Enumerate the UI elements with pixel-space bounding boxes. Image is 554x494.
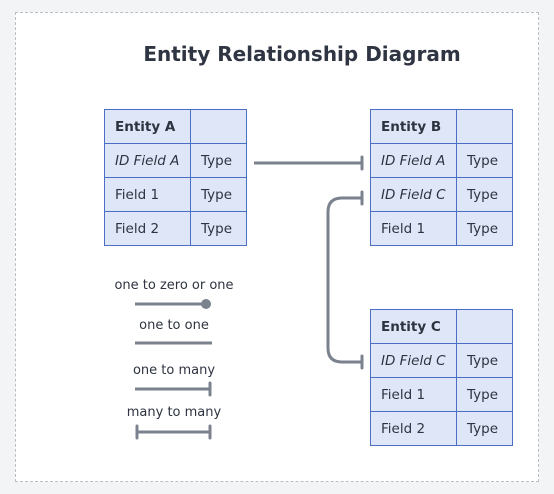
entity-b-row: ID Field C Type [370,177,513,212]
entity-b-field: Field 1 [370,211,457,246]
entity-a-row: Field 2 Type [104,211,247,246]
entity-a-field: Field 2 [104,211,191,246]
entity-c-field: ID Field C [370,343,457,378]
entity-c-name: Entity C [370,309,457,344]
entity-a-row: ID Field A Type [104,143,247,178]
entity-b-type: Type [456,143,513,178]
relation-b-to-c[interactable] [326,190,364,370]
entity-b-row: Field 1 Type [370,211,513,246]
legend-label-many-to-many: many to many [126,405,222,420]
legend-label-one-to-many: one to many [132,363,216,378]
entity-b-name: Entity B [370,109,457,144]
entity-b-table[interactable]: Entity B ID Field A Type ID Field C Type… [370,109,513,246]
entity-a-type: Type [190,143,247,178]
entity-c-field: Field 2 [370,411,457,446]
entity-a-field: ID Field A [104,143,191,178]
entity-a-type: Type [190,211,247,246]
entity-c-row: Field 2 Type [370,411,513,446]
legend-line-many-to-many [135,424,212,440]
entity-b-header-row: Entity B [370,109,513,144]
legend-line-one-to-many [135,381,212,397]
entity-c-header-blank [456,309,513,344]
entity-c-row: ID Field C Type [370,343,513,378]
entity-a-row: Field 1 Type [104,177,247,212]
relation-a-to-b[interactable] [254,155,364,171]
entity-b-header-blank [456,109,513,144]
entity-c-header-row: Entity C [370,309,513,344]
legend-label-one-to-zero-or-one: one to zero or one [114,278,234,293]
entity-c-row: Field 1 Type [370,377,513,412]
entity-b-type: Type [456,177,513,212]
entity-c-type: Type [456,343,513,378]
entity-c-field: Field 1 [370,377,457,412]
entity-b-row: ID Field A Type [370,143,513,178]
entity-b-field: ID Field C [370,177,457,212]
entity-a-field: Field 1 [104,177,191,212]
entity-a-type: Type [190,177,247,212]
entity-a-header-blank [190,109,247,144]
diagram-title: Entity Relationship Diagram [143,42,461,66]
entity-a-table[interactable]: Entity A ID Field A Type Field 1 Type Fi… [104,109,247,246]
legend-label-one-to-one: one to one [139,318,209,333]
entity-b-field: ID Field A [370,143,457,178]
legend-line-one-to-zero-or-one [135,299,211,309]
entity-c-type: Type [456,411,513,446]
entity-c-table[interactable]: Entity C ID Field C Type Field 1 Type Fi… [370,309,513,446]
entity-b-type: Type [456,211,513,246]
entity-c-type: Type [456,377,513,412]
